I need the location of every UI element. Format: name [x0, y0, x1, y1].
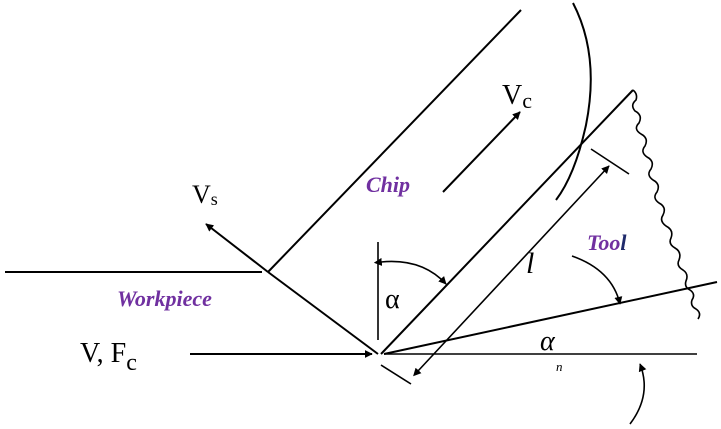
vc-label: Vc: [502, 80, 532, 113]
alpha-n-label-sub: n: [556, 359, 563, 374]
length-dimension-arrow: [413, 165, 610, 377]
shear-velocity-arrow: [205, 223, 269, 273]
vs-label-sub: s: [211, 189, 218, 209]
workpiece-label: Workpiece: [117, 286, 212, 311]
v-fc-label-main: V, F: [80, 338, 126, 369]
alpha-n-label-base: α: [540, 326, 556, 357]
length-tick-top: [590, 148, 630, 175]
chip-tip-curve: [555, 2, 592, 201]
tool-pointer-arrow: [571, 255, 623, 305]
chip-label: Chip: [366, 172, 410, 197]
chip-left-edge: [267, 9, 522, 273]
alpha-arc-arrow: [373, 257, 447, 285]
alpha-n-pointer-arrow: [629, 363, 647, 425]
chip-shear-plane: [267, 271, 379, 355]
tool-label-main: Too: [587, 230, 620, 255]
vc-label-sub: c: [522, 88, 532, 113]
v-fc-label-sub: c: [126, 350, 137, 376]
vc-label-base: V: [502, 80, 522, 111]
length-label: l: [526, 247, 534, 280]
tool-break-line: [631, 89, 701, 320]
v-fc-label: V, Fc: [80, 338, 137, 376]
vs-label: Vs: [192, 180, 218, 209]
chip-velocity-arrow: [442, 111, 521, 193]
alpha-n-label: α: [540, 326, 556, 357]
tool-label: Tool: [587, 230, 627, 255]
tool-rake-face: [380, 89, 634, 355]
length-tick-bottom: [380, 364, 412, 385]
vs-label-base: V: [192, 180, 211, 209]
alpha-label: α: [385, 284, 400, 315]
tool-label-last: l: [620, 230, 627, 255]
